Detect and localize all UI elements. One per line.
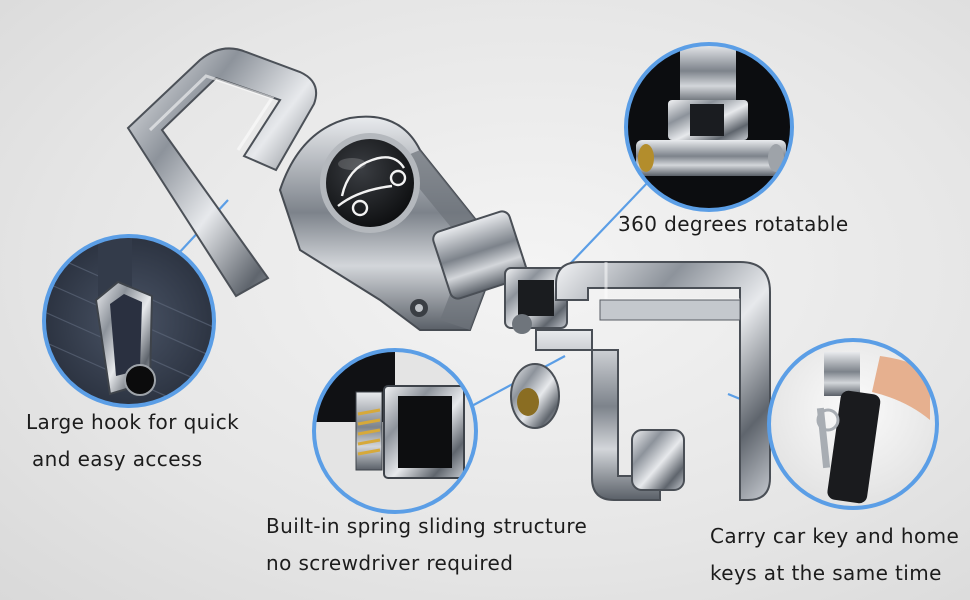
shackle-ring bbox=[510, 261, 771, 501]
caption-spring-line1: Built-in spring sliding structure bbox=[266, 514, 588, 538]
caption-large-hook-line2: and easy access bbox=[32, 447, 203, 471]
swivel-joint bbox=[432, 210, 568, 334]
car-emblem bbox=[320, 133, 420, 233]
caption-large-hook: Large hook for quick and easy access bbox=[26, 404, 239, 478]
caption-rotatable-line1: 360 degrees rotatable bbox=[618, 212, 849, 236]
caption-carry-line2: keys at the same time bbox=[710, 561, 942, 585]
caption-spring-structure: Built-in spring sliding structure no scr… bbox=[266, 508, 587, 582]
caption-large-hook-line1: Large hook for quick bbox=[26, 410, 240, 434]
caption-spring-line2: no screwdriver required bbox=[266, 551, 514, 575]
caption-rotatable: 360 degrees rotatable bbox=[618, 206, 849, 243]
car-icon bbox=[337, 156, 407, 217]
callout-carry-closeup bbox=[767, 338, 939, 510]
caption-carry-keys: Carry car key and home keys at the same … bbox=[710, 518, 959, 592]
callout-spring-closeup bbox=[312, 348, 478, 514]
callout-hook-closeup bbox=[42, 234, 216, 408]
large-hook bbox=[126, 47, 318, 298]
callout-rotate-closeup bbox=[624, 42, 794, 212]
caption-carry-line1: Carry car key and home bbox=[710, 524, 960, 548]
